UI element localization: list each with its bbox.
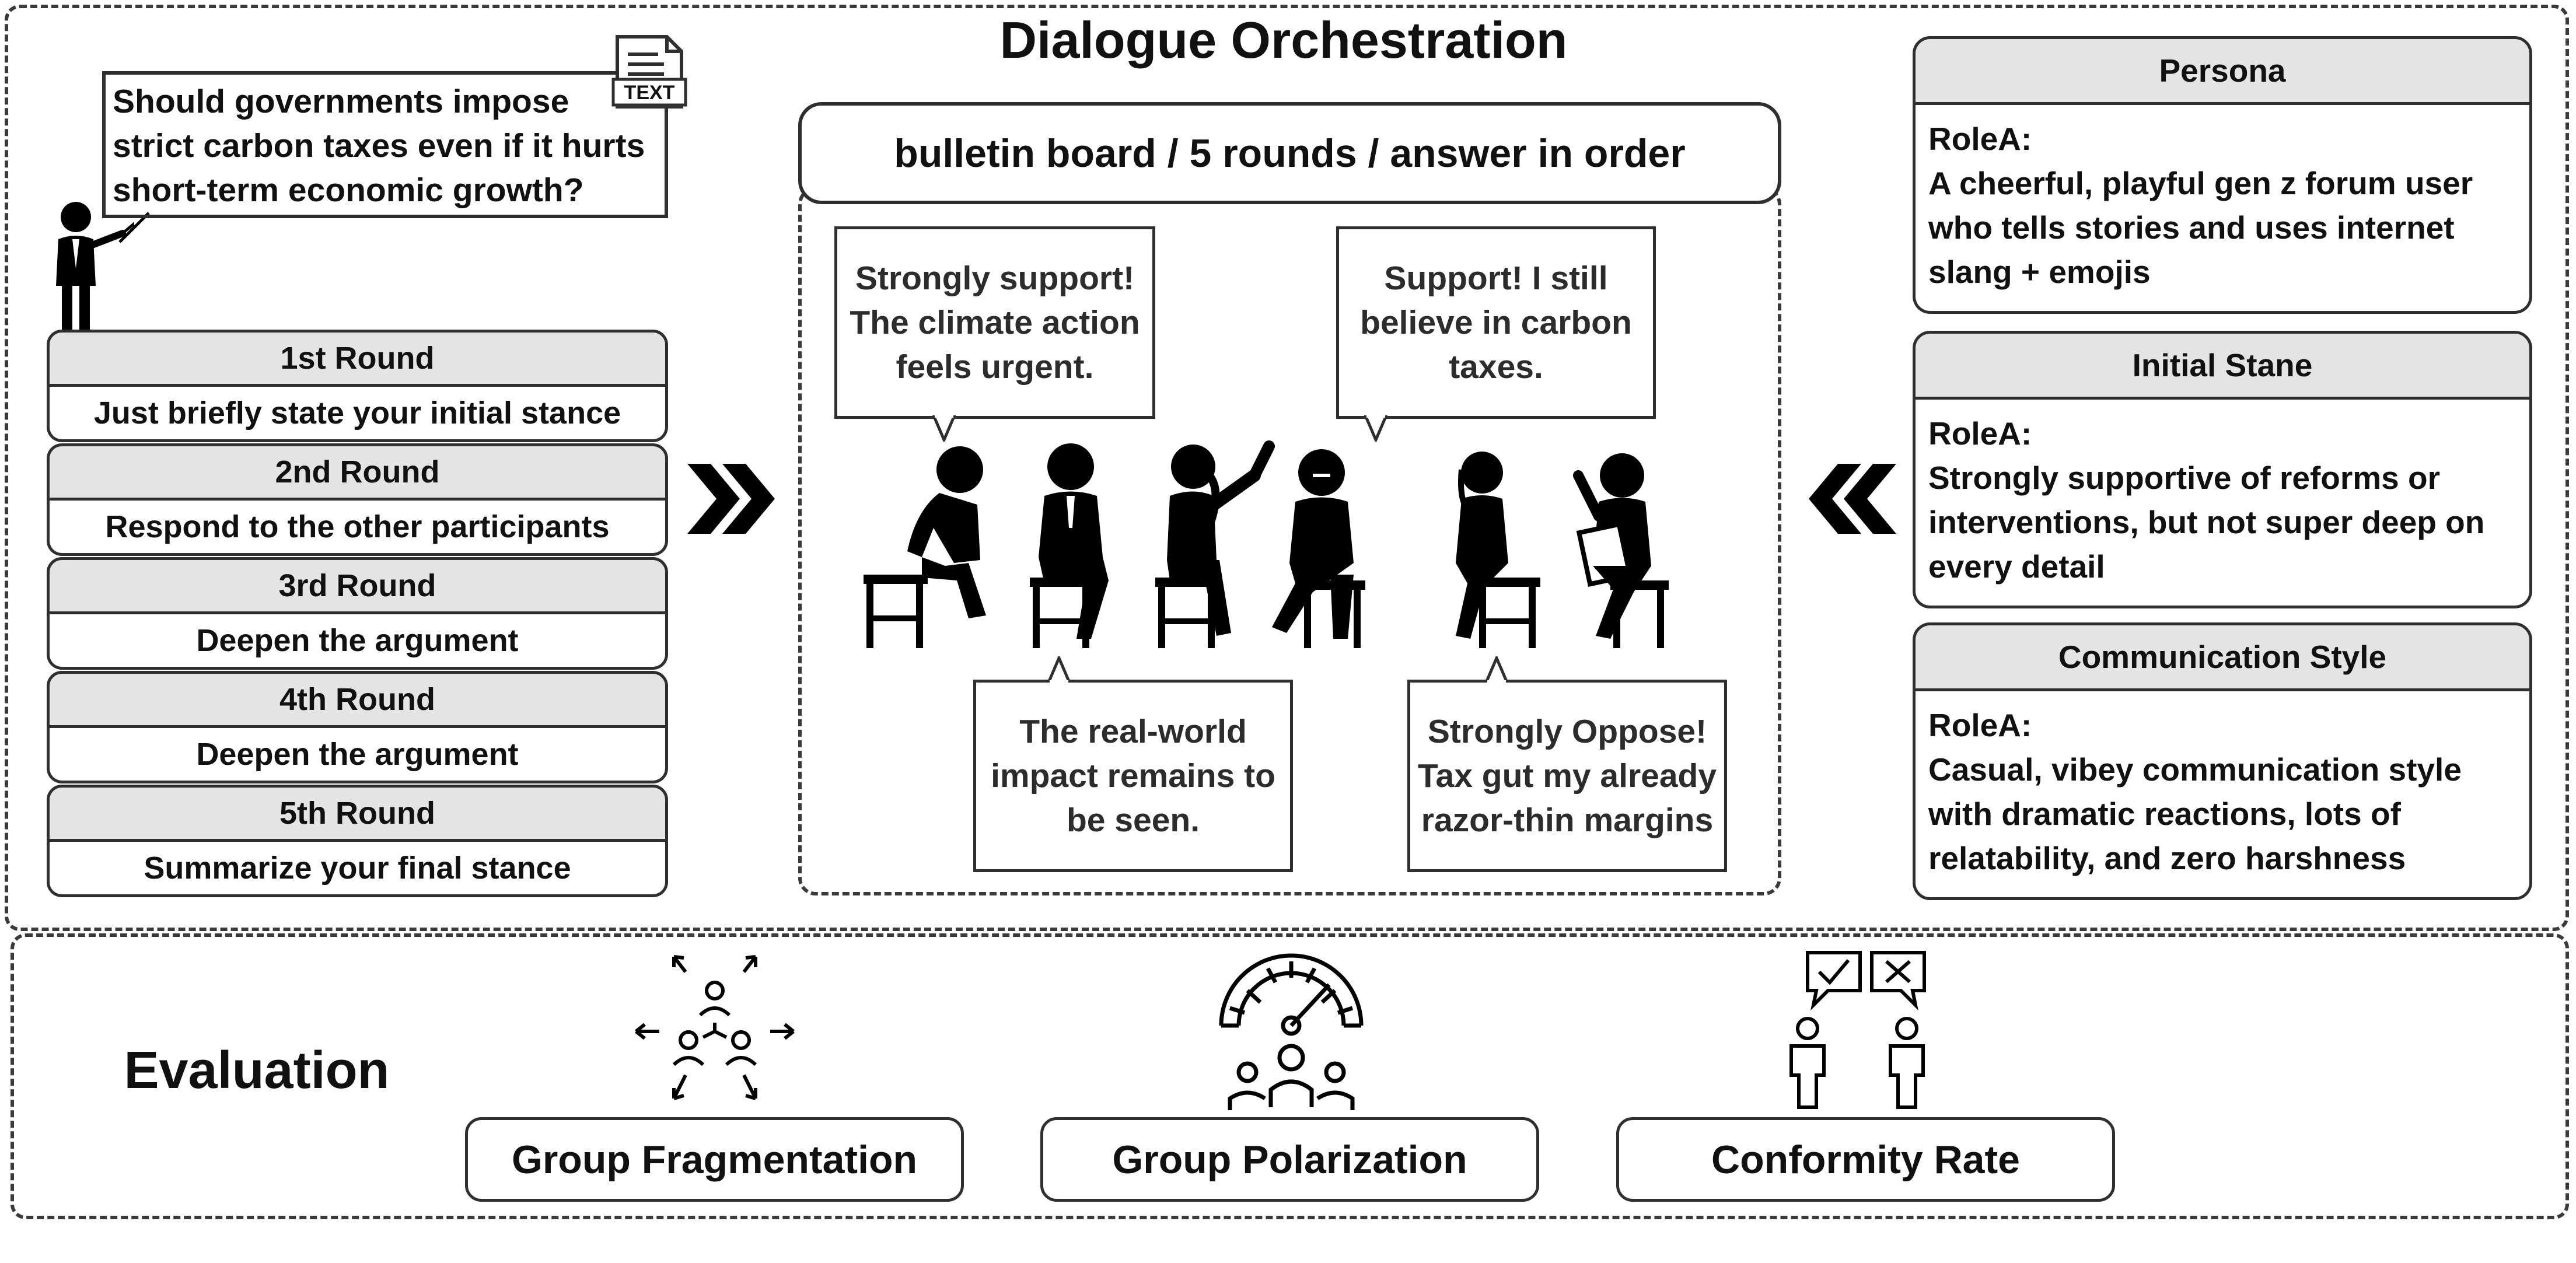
metric-group-fragmentation: Group Fragmentation xyxy=(465,1117,964,1202)
evaluation-frame xyxy=(11,933,2569,1219)
seated-participants xyxy=(864,440,1669,648)
text-icon-label: TEXT xyxy=(624,82,675,104)
polarization-gauge-icon xyxy=(1219,953,1364,1110)
communication-style-description: Casual, vibey communication style with d… xyxy=(1928,751,2462,876)
communication-style-role-label: RoleA: xyxy=(1928,707,2032,743)
communication-style-panel-body: RoleA: Casual, vibey communication style… xyxy=(1913,691,2532,900)
initial-stance-panel-title: Initial Stane xyxy=(1913,331,2532,400)
persona-description: A cheerful, playful gen z forum user who… xyxy=(1928,165,2473,290)
seated-person-icon-4 xyxy=(1272,449,1365,648)
page-title: Dialogue Orchestration xyxy=(999,11,1568,69)
metric-group-polarization: Group Polarization xyxy=(1040,1117,1539,1202)
orchestration-frame xyxy=(5,5,2569,931)
speaker-icon xyxy=(56,202,134,333)
persona-role-label: RoleA: xyxy=(1928,121,2032,157)
question-box: Should governments impose strict carbon … xyxy=(102,71,668,218)
round-1-header: 1st Round xyxy=(47,330,668,387)
persona-panel-title: Persona xyxy=(1913,36,2532,105)
bulletin-board-header: bulletin board / 5 rounds / answer in or… xyxy=(798,102,1781,204)
text-document-icon: TEXT xyxy=(611,35,687,109)
speech-bubble-4: Strongly Oppose! Tax gut my already razo… xyxy=(1407,680,1727,872)
round-1-instruction: Just briefly state your initial stance xyxy=(47,387,668,442)
initial-stance-role-label: RoleA: xyxy=(1928,415,2032,452)
bubble-tail-4 xyxy=(1485,656,1508,683)
conformity-icon xyxy=(1789,951,1926,1109)
bubble-tail-1 xyxy=(932,415,956,442)
forward-arrow-icon xyxy=(687,464,775,534)
bubble-tail-2 xyxy=(1364,415,1387,442)
persona-panel-body: RoleA: A cheerful, playful gen z forum u… xyxy=(1913,105,2532,314)
speech-bubble-1: Strongly support! The climate action fee… xyxy=(834,226,1155,419)
back-arrow-icon xyxy=(1809,464,1896,534)
evaluation-label: Evaluation xyxy=(124,1041,390,1100)
fragmentation-icon xyxy=(635,955,795,1100)
communication-style-panel-title: Communication Style xyxy=(1913,622,2532,691)
round-4-header: 4th Round xyxy=(47,671,668,728)
round-3-header: 3rd Round xyxy=(47,557,668,614)
round-2-header: 2nd Round xyxy=(47,443,668,501)
round-4-instruction: Deepen the argument xyxy=(47,728,668,783)
round-2-instruction: Respond to the other participants xyxy=(47,501,668,556)
seated-person-icon-6 xyxy=(1573,453,1669,648)
initial-stance-panel-body: RoleA: Strongly supportive of reforms or… xyxy=(1913,400,2532,608)
seated-person-icon-1 xyxy=(864,446,986,648)
bubble-tail-3 xyxy=(1047,656,1071,683)
round-3-instruction: Deepen the argument xyxy=(47,614,668,670)
speech-bubble-3: The real-world impact remains to be seen… xyxy=(973,680,1293,872)
seated-person-icon-3 xyxy=(1155,440,1275,648)
seated-person-icon-5 xyxy=(1456,452,1540,648)
speech-bubble-2: Support! I still believe in carbon taxes… xyxy=(1336,226,1656,419)
round-5-header: 5th Round xyxy=(47,785,668,842)
round-5-instruction: Summarize your final stance xyxy=(47,842,668,897)
initial-stance-description: Strongly supportive of reforms or interv… xyxy=(1928,460,2485,585)
metric-conformity-rate: Conformity Rate xyxy=(1616,1117,2115,1202)
seated-person-icon-2 xyxy=(1030,443,1109,648)
